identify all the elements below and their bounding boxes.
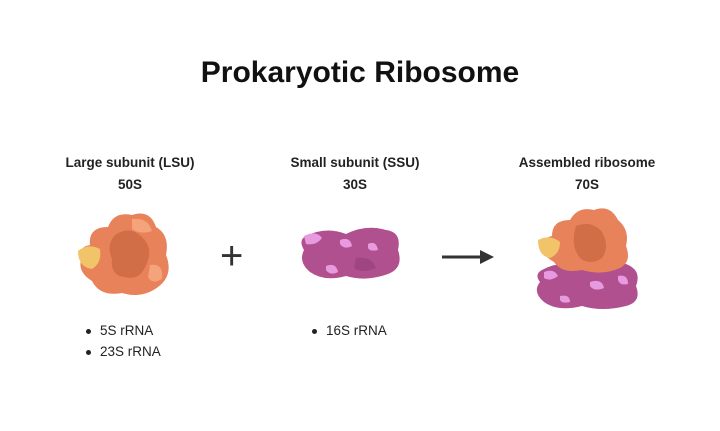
- small-subunit-illustration: [301, 227, 400, 279]
- diagram-title: Prokaryotic Ribosome: [200, 56, 520, 89]
- arrow-icon: [442, 250, 494, 264]
- lsu-svedberg: 50S: [117, 177, 143, 192]
- ssu-component-list: 16S rRNA: [312, 320, 387, 341]
- lsu-component-list: 5S rRNA 23S rRNA: [86, 320, 161, 362]
- ssu-header: Small subunit (SSU) 30S: [245, 152, 465, 196]
- assembled-svedberg: 70S: [574, 177, 600, 192]
- assembled-header: Assembled ribosome 70S: [477, 152, 697, 196]
- lsu-name: Large subunit (LSU): [65, 155, 195, 170]
- ssu-name: Small subunit (SSU): [290, 155, 420, 170]
- component-label: 23S rRNA: [100, 344, 161, 359]
- large-subunit-illustration: [78, 213, 169, 295]
- list-item: 5S rRNA: [86, 320, 161, 341]
- list-item: 16S rRNA: [312, 320, 387, 341]
- lsu-header: Large subunit (LSU) 50S: [20, 152, 240, 196]
- assembled-ribosome-illustration: [536, 208, 638, 309]
- assembled-name: Assembled ribosome: [518, 155, 656, 170]
- plus-sign: +: [220, 234, 244, 278]
- component-label: 16S rRNA: [326, 323, 387, 338]
- component-label: 5S rRNA: [100, 323, 154, 338]
- ssu-svedberg: 30S: [342, 177, 368, 192]
- list-item: 23S rRNA: [86, 341, 161, 362]
